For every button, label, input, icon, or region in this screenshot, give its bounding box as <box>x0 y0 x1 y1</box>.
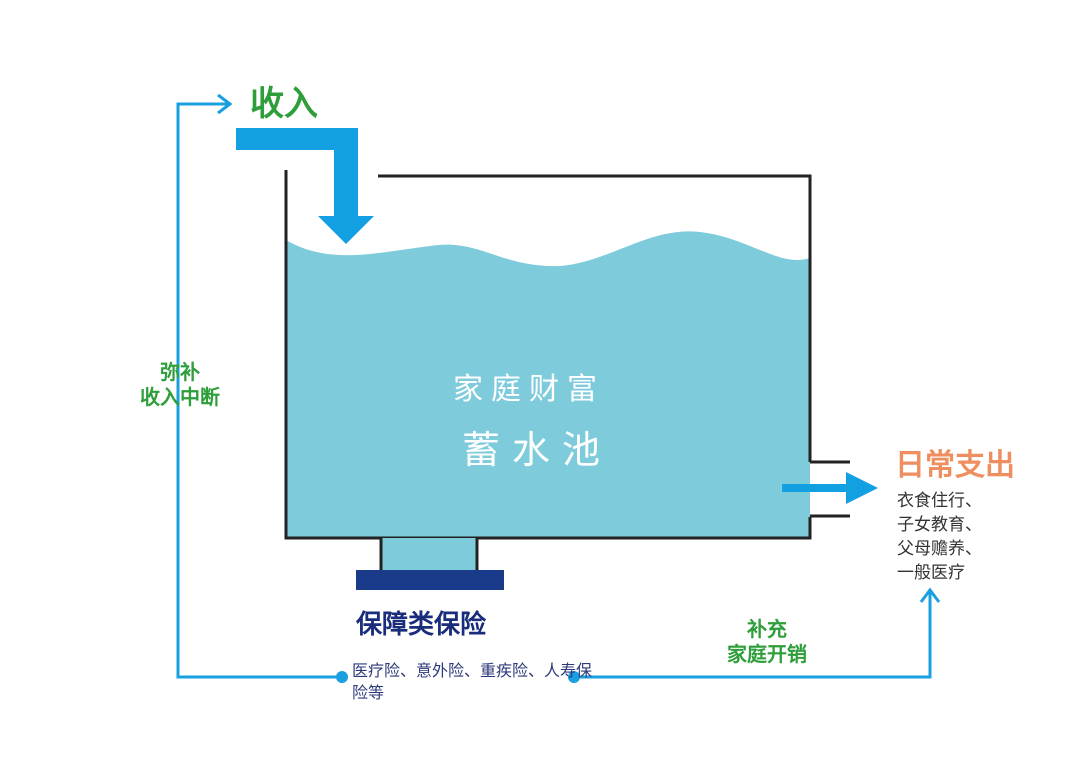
insurance-label: 保障类保险 <box>356 610 487 640</box>
income-compensation-note: 弥补 收入中断 <box>120 360 240 410</box>
expense-items-list: 衣食住行、 子女教育、 父母赡养、 一般医疗 <box>897 489 1047 585</box>
expense-support-line <box>574 592 932 679</box>
tank-outline-top <box>378 174 812 462</box>
note-line: 家庭开销 <box>727 642 807 666</box>
tank-outline <box>284 170 812 540</box>
expense-support-note: 补充 家庭开销 <box>712 617 822 667</box>
expense-outflow-head <box>846 472 878 504</box>
note-line: 弥补 <box>160 360 200 384</box>
expense-item: 父母赡养、 <box>897 539 982 559</box>
daily-expense-label: 日常支出 <box>895 448 1015 483</box>
insurance-right-node <box>568 671 580 683</box>
insurance-left-node <box>336 671 348 683</box>
expense-item: 子女教育、 <box>897 515 982 535</box>
insurance-bar <box>356 570 504 590</box>
income-compensation-arrowhead <box>217 93 233 115</box>
income-compensation-line <box>176 102 342 679</box>
income-inflow-arrow <box>236 128 374 244</box>
note-line: 补充 <box>747 617 787 641</box>
drain-neck-water <box>382 538 476 572</box>
expense-item: 一般医疗 <box>897 563 965 583</box>
expense-item: 衣食住行、 <box>897 491 982 511</box>
pool-name: 蓄水池 <box>462 428 613 472</box>
insurance-description: 医疗险、意外险、重疾险、人寿保险等 <box>352 661 593 702</box>
expense-support-arrowhead <box>919 587 941 603</box>
note-line: 收入中断 <box>140 385 220 409</box>
water-fill <box>286 231 810 538</box>
income-label: 收入 <box>250 84 318 124</box>
pool-title: 家庭财富 <box>453 372 605 407</box>
